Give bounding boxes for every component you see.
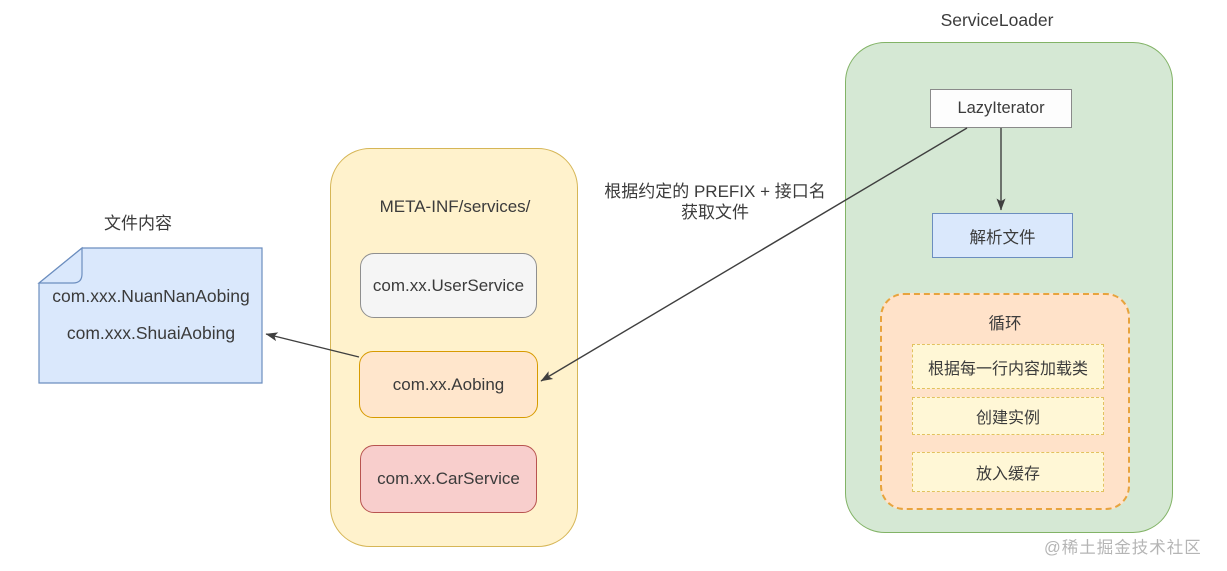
loop-step-load-class-label: 根据每一行内容加载类 bbox=[927, 360, 1088, 378]
node-aobing: com.xx.Aobing bbox=[359, 351, 538, 418]
loop-step-put-cache-label: 放入缓存 bbox=[975, 466, 1040, 483]
node-lazy-iterator-label: LazyIterator bbox=[957, 99, 1045, 117]
loop-step-create-instance-label: 创建实例 bbox=[975, 410, 1040, 427]
node-lazy-iterator: LazyIterator bbox=[930, 89, 1072, 128]
node-user-service-label: com.xx.UserService bbox=[372, 275, 525, 295]
arrow-annotation-line-2: 获取文件 bbox=[681, 203, 749, 222]
node-car-service-label: com.xx.CarService bbox=[377, 469, 520, 488]
node-user-service: com.xx.UserService bbox=[360, 253, 537, 318]
file-note-fold bbox=[37, 246, 83, 284]
watermark: @稀土掘金技术社区 bbox=[1044, 539, 1202, 557]
file-note-title: 文件内容 bbox=[104, 214, 172, 233]
loop-step-create-instance: 创建实例 bbox=[912, 397, 1104, 435]
loop-step-put-cache: 放入缓存 bbox=[912, 452, 1104, 492]
loop-title: 循环 bbox=[988, 315, 1022, 333]
arrow-annotation: 根据约定的 PREFIX + 接口名 获取文件 bbox=[583, 181, 847, 223]
loop-step-load-class: 根据每一行内容加载类 bbox=[912, 344, 1104, 389]
node-aobing-label: com.xx.Aobing bbox=[392, 374, 505, 394]
services-dir-title: META-INF/services/ bbox=[379, 197, 531, 216]
arrow-annotation-line-1: 根据约定的 PREFIX + 接口名 bbox=[604, 182, 826, 201]
file-note-line-1: com.xxx.NuanNanAobing bbox=[52, 286, 250, 306]
service-loader-title: ServiceLoader bbox=[940, 10, 1054, 30]
file-note-shape bbox=[38, 247, 263, 384]
node-parse-file: 解析文件 bbox=[932, 213, 1073, 258]
file-note-line-2: com.xxx.ShuaiAobing bbox=[66, 323, 236, 343]
node-parse-file-label: 解析文件 bbox=[969, 228, 1036, 247]
node-car-service: com.xx.CarService bbox=[360, 445, 537, 513]
